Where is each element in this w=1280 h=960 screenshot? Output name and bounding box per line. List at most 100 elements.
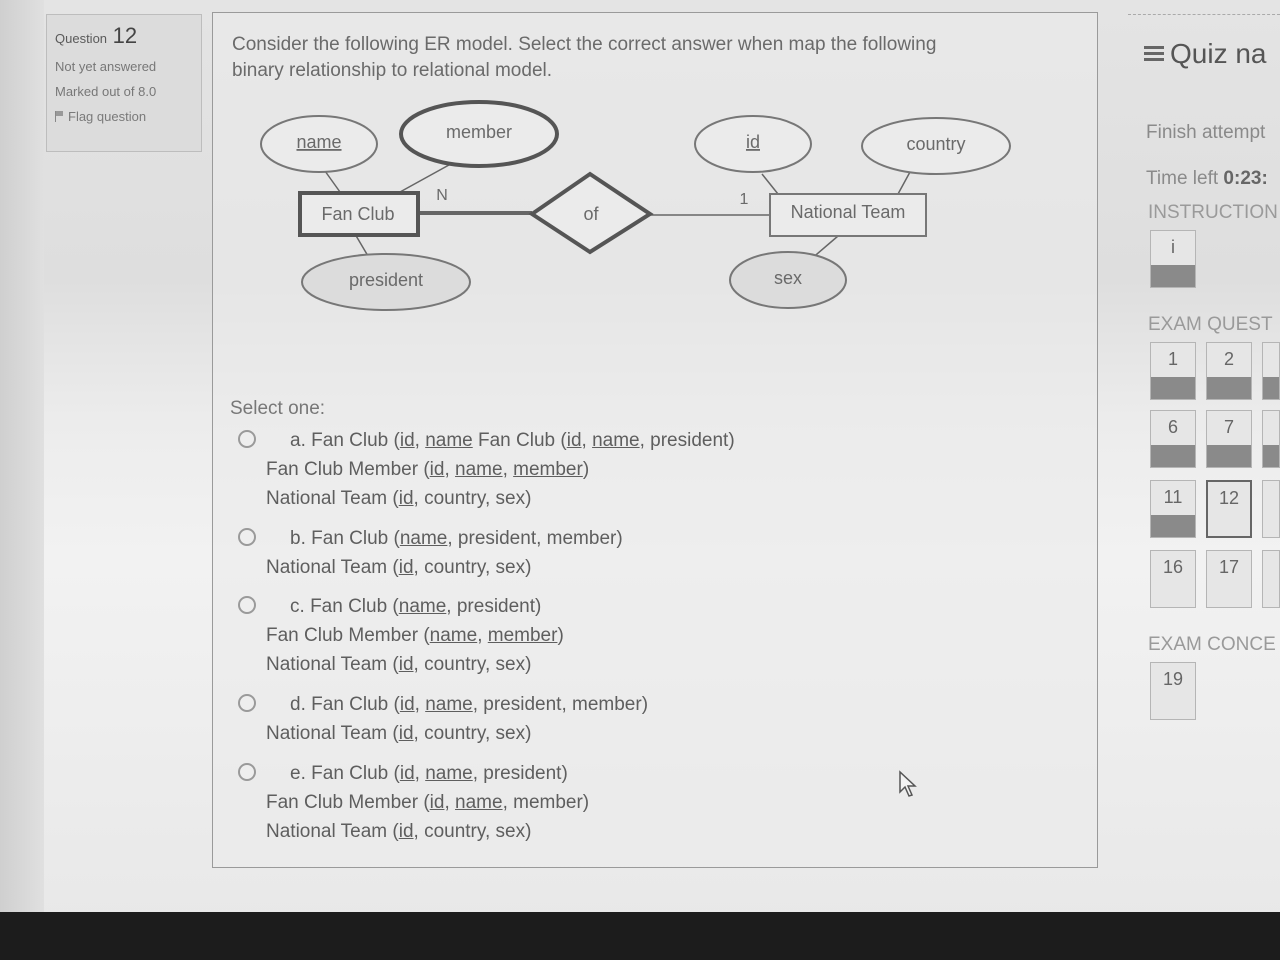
line-country-nationalteam (897, 171, 911, 195)
option-b-text: b. Fan Club (name, president, member) Na… (266, 524, 623, 582)
question-text-line-1: Consider the following ER model. Select … (232, 34, 937, 55)
instructions-nav-button[interactable]: i (1150, 230, 1196, 288)
attr-sex-label: sex (774, 268, 802, 288)
nav-question-17-label: 17 (1218, 557, 1240, 577)
instructions-heading: INSTRUCTION (1148, 202, 1278, 223)
option-e-text: e. Fan Club (id, name, president) Fan Cl… (266, 759, 589, 846)
mouse-cursor-icon (899, 770, 917, 797)
option-c-line-3: National Team (id, country, sex) (266, 654, 532, 675)
marks-info: Marked out of 8.0 (55, 84, 157, 99)
attr-president-ellipse (301, 253, 471, 311)
nav-question-16-label: 16 (1162, 557, 1184, 577)
flag-question-label: Flag question (68, 109, 147, 124)
line-fanclub-president (354, 233, 369, 257)
nav-question-12-current[interactable]: 12 (1206, 480, 1252, 538)
option-e-radio[interactable] (238, 763, 256, 781)
nav-question-6[interactable]: 6 (1150, 410, 1196, 468)
attr-name-ellipse (260, 115, 378, 173)
nav-question-7-fill (1207, 445, 1251, 467)
line-id-nationalteam (761, 173, 779, 195)
time-left-label: Time left (1146, 168, 1224, 189)
flag-question-link[interactable]: Flag question (55, 109, 193, 124)
nav-question-1[interactable]: 1 (1150, 342, 1196, 400)
exam-questions-heading: EXAM QUEST (1148, 314, 1273, 335)
exam-concepts-heading: EXAM CONCE (1148, 634, 1276, 655)
option-d-radio[interactable] (238, 694, 256, 712)
time-left: Time left 0:23: (1146, 168, 1268, 190)
finish-attempt-link[interactable]: Finish attempt (1146, 122, 1266, 143)
nav-question-11[interactable]: 11 (1150, 480, 1196, 538)
left-margin (0, 0, 44, 930)
option-a-line-1: a. Fan Club (id, name Fan Club (id, name… (290, 430, 735, 451)
nav-question-11-label: 11 (1163, 487, 1183, 507)
option-a-line-2: Fan Club Member (id, name, member) (266, 459, 590, 480)
nav-question-2-label: 2 (1223, 349, 1234, 369)
quiz-navigation-title: Quiz na (1144, 38, 1267, 70)
nav-question-19[interactable]: 19 (1150, 662, 1196, 720)
option-c-line-1: c. Fan Club (name, president) (290, 596, 542, 617)
nav-question-1-label: 1 (1167, 349, 1178, 369)
option-b-line-1: b. Fan Club (name, president, member) (290, 528, 623, 549)
option-a-text: a. Fan Club (id, name Fan Club (id, name… (266, 426, 735, 513)
sidebar-divider (1128, 14, 1280, 15)
nav-question-3-fill (1263, 377, 1279, 399)
option-e-line-1: e. Fan Club (id, name, president) (290, 763, 568, 784)
nav-question-17[interactable]: 17 (1206, 550, 1252, 608)
nav-question-19-label: 19 (1162, 669, 1184, 689)
attr-id-label: id (746, 132, 760, 152)
nav-question-11-fill (1151, 515, 1195, 537)
nav-question-2-fill (1207, 377, 1251, 399)
attr-name-label: name (296, 132, 341, 152)
nav-question-8-partial[interactable] (1262, 410, 1280, 468)
hamburger-menu-icon[interactable] (1144, 46, 1164, 62)
relationship-of-diamond (528, 171, 654, 255)
option-d-text: d. Fan Club (id, name, president, member… (266, 690, 648, 748)
option-e-line-2: Fan Club Member (id, name, member) (266, 792, 590, 813)
entity-nationalteam-label: National Team (791, 202, 906, 222)
nav-question-12-label: 12 (1218, 488, 1240, 508)
attr-member-ellipse (399, 100, 559, 168)
attr-id-ellipse (694, 115, 812, 173)
question-number: Question 12 (55, 23, 193, 49)
er-diagram: name member president id country sex Fan… (260, 100, 1011, 311)
question-info: Question 12 Not yet answered Marked out … (46, 14, 202, 152)
entity-fanclub-label: Fan Club (321, 204, 394, 224)
entity-fanclub-box (298, 191, 420, 237)
nav-question-6-label: 6 (1167, 417, 1178, 437)
option-a-line-3: National Team (id, country, sex) (266, 488, 532, 509)
option-b-line-2: National Team (id, country, sex) (266, 557, 532, 578)
select-one-label: Select one: (230, 398, 326, 419)
nav-question-7[interactable]: 7 (1206, 410, 1252, 468)
question-text: Consider the following ER model. Select … (232, 32, 1052, 84)
option-d-line-1: d. Fan Club (id, name, president, member… (290, 694, 649, 715)
time-left-value: 0:23: (1223, 168, 1268, 189)
nav-question-1-fill (1151, 377, 1195, 399)
entity-nationalteam-box (769, 193, 927, 237)
attr-member-label: member (446, 122, 512, 142)
flag-icon (55, 111, 64, 122)
attr-president-label: president (349, 270, 423, 290)
nav-question-18-partial[interactable] (1262, 550, 1280, 608)
answer-status: Not yet answered (55, 59, 157, 74)
instructions-nav-label: i (1171, 237, 1175, 257)
question-text-line-2: binary relationship to relational model. (232, 60, 553, 81)
monitor-bezel (0, 912, 1280, 960)
option-a-radio[interactable] (238, 430, 256, 448)
option-b-radio[interactable] (238, 528, 256, 546)
attr-sex-ellipse (729, 251, 847, 309)
quiz-navigation-label: Quiz na (1170, 38, 1267, 69)
nav-question-16[interactable]: 16 (1150, 550, 1196, 608)
nav-question-13-partial[interactable] (1262, 480, 1280, 538)
nav-question-2[interactable]: 2 (1206, 342, 1252, 400)
relationship-of-label: of (583, 204, 599, 224)
question-label: Question (55, 31, 108, 46)
nav-question-6-fill (1151, 445, 1195, 467)
option-c-line-2: Fan Club Member (name, member) (266, 625, 564, 646)
option-c-radio[interactable] (238, 596, 256, 614)
option-c-text: c. Fan Club (name, president) Fan Club M… (266, 592, 564, 679)
nav-question-7-label: 7 (1223, 417, 1234, 437)
cardinality-n: N (436, 187, 448, 204)
attr-country-label: country (906, 134, 965, 154)
option-d-line-2: National Team (id, country, sex) (266, 723, 532, 744)
nav-question-3-partial[interactable] (1262, 342, 1280, 400)
